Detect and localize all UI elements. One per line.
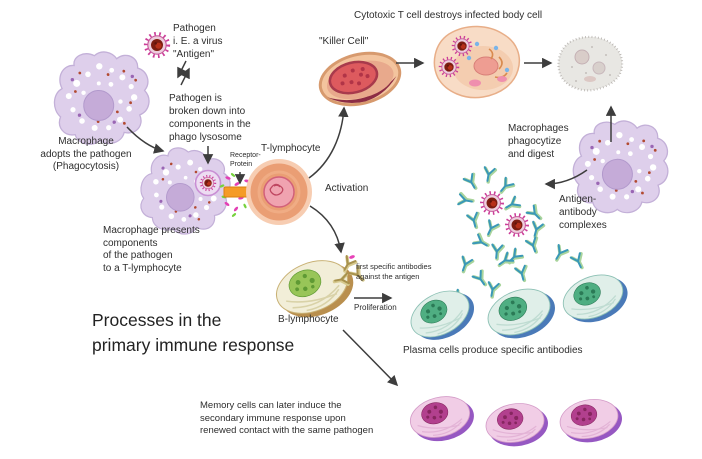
arrow-macrophage-to-macrophage xyxy=(126,126,165,154)
label-cytotoxic: Cytotoxic T cell destroys infected body … xyxy=(354,10,543,21)
pathogen-virus xyxy=(143,31,171,59)
label-pathogen-breakdown: Pathogen is broken down into components … xyxy=(169,93,251,143)
arrow-b-to-memory xyxy=(342,329,399,387)
label-activation: Activation xyxy=(325,183,369,194)
plasma-cells xyxy=(403,265,635,351)
label-receptor-protein: Receptor- Protein xyxy=(230,152,261,168)
memory-cells xyxy=(406,389,626,452)
destroyed-cell xyxy=(557,35,624,92)
t-lymphocyte-cell xyxy=(246,159,312,225)
label-b-lymphocyte: B-lymphocyte xyxy=(278,314,339,325)
antigen-antibody-complexes xyxy=(456,165,546,268)
arrow-pathogen-uptake-1 xyxy=(177,60,187,79)
label-memory-cells: Memory cells can later induce the second… xyxy=(200,400,374,436)
arrow-macrophage-to-complexes xyxy=(544,169,588,190)
arrow-t-to-b xyxy=(309,205,345,254)
label-macrophage-adopts: Macrophage adopts the pathogen (Phagocyt… xyxy=(40,136,132,172)
label-antigen-antibody: Antigen- antibody complexes xyxy=(559,194,607,231)
label-macrophages-phagocytize: Macrophages phagocytize and digest xyxy=(508,123,569,160)
label-killer-cell: "Killer Cell" xyxy=(319,36,369,47)
label-plasma-cells: Plasma cells produce specific antibodies xyxy=(403,345,583,356)
macrophage-top-left xyxy=(49,47,154,149)
arrow-pathogen-uptake-2 xyxy=(180,67,190,86)
label-pathogen: Pathogen i. E. a virus "Antigen" xyxy=(173,23,223,60)
label-t-lymphocyte: T-lymphocyte xyxy=(261,143,321,154)
killer-cell xyxy=(318,51,402,107)
page-title: Processes in the primary immune response xyxy=(92,310,295,355)
b-lymphocyte-cell xyxy=(268,249,369,329)
label-macrophage-presents: Macrophage presents components of the pa… xyxy=(103,225,200,274)
arrow-activation xyxy=(308,106,349,179)
label-proliferation: Proliferation xyxy=(354,303,397,312)
label-first-antibodies: first specific antibodies against the an… xyxy=(356,262,432,281)
first-antibodies xyxy=(331,254,369,289)
infected-body-cell xyxy=(433,25,521,99)
